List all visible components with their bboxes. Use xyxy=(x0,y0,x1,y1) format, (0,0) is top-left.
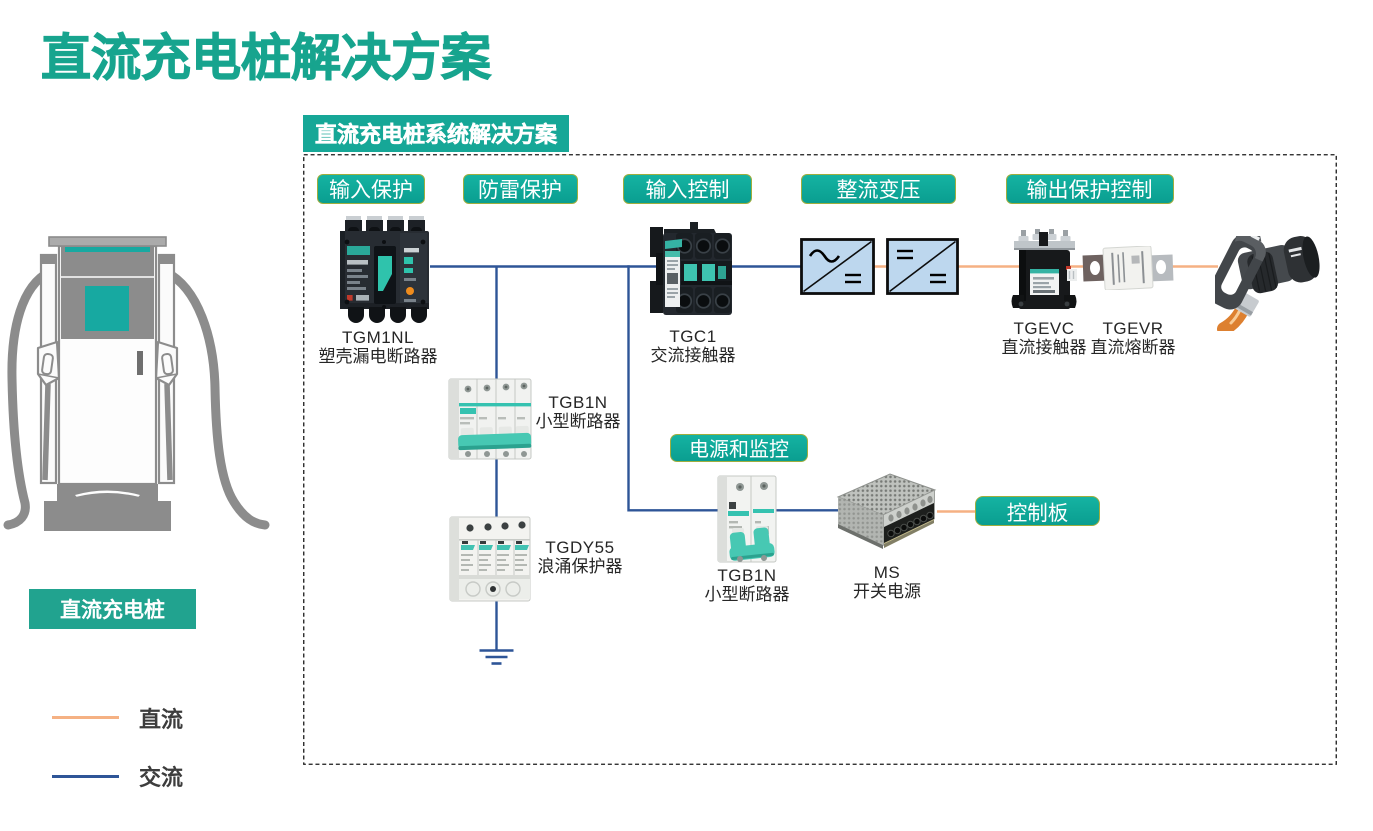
tgb1n-2p-breaker-image xyxy=(717,475,777,563)
ground-symbol xyxy=(479,649,514,665)
page-title: 直流充电桩解决方案 xyxy=(41,30,492,87)
diagram-frame xyxy=(302,154,1337,765)
tgc1-contactor-image xyxy=(650,222,732,315)
gun-holster-right xyxy=(154,340,179,387)
converter-dcdc-symbol xyxy=(886,238,959,295)
panel-header: 直流充电桩系统解决方案 xyxy=(303,114,569,152)
stage-button-control-board: 控制板 xyxy=(975,496,1100,526)
component-label-tgevc: TGEVC 直流接触器 xyxy=(1001,319,1087,357)
dc-equals-icon xyxy=(844,273,861,284)
tgevr-fuse-image xyxy=(1082,246,1174,290)
component-label-ms: MS 开关电源 xyxy=(853,563,921,601)
component-label-tgb1n-4p: TGB1N 小型断路器 xyxy=(535,393,621,431)
pile-cable-left xyxy=(3,267,54,530)
charging-pile-illustration xyxy=(3,236,270,531)
stage-button-lightning-protection: 防雷保护 xyxy=(462,173,578,204)
legend-dc-label: 直流 xyxy=(139,707,184,732)
ac-sine-icon xyxy=(808,249,840,263)
tgdy55-spd-image xyxy=(449,516,531,602)
component-label-tgm1nl: TGM1NL 塑壳漏电断路器 xyxy=(318,328,438,366)
stage-button-power-monitoring: 电源和监控 xyxy=(670,434,808,462)
tgm1nl-breaker-image xyxy=(340,216,429,323)
component-label-tgc1: TGC1 交流接触器 xyxy=(650,327,736,365)
charging-gun-image xyxy=(1215,236,1320,331)
stage-button-output-protection-control: 输出保护控制 xyxy=(1005,173,1174,204)
tgevc-dc-contactor-image xyxy=(1011,229,1077,309)
pile-caption: 直流充电桩 xyxy=(29,589,196,629)
component-label-tgdy55: TGDY55 浪涌保护器 xyxy=(537,538,623,576)
ms-power-supply-image xyxy=(836,473,937,549)
dc-equals-icon xyxy=(897,249,946,284)
component-label-tgevr: TGEVR 直流熔断器 xyxy=(1090,319,1176,357)
legend-dc-line xyxy=(52,716,119,719)
stage-button-rectifier: 整流变压 xyxy=(801,173,956,204)
stage-button-input-control: 输入控制 xyxy=(623,173,752,204)
stage-button-input-protection: 输入保护 xyxy=(317,173,425,204)
gun-holster-left xyxy=(36,340,61,387)
legend-ac-label: 交流 xyxy=(139,764,184,790)
tgb1n-4p-breaker-image xyxy=(448,378,532,460)
pile-cable-right xyxy=(161,267,270,530)
legend-ac-line xyxy=(52,774,119,778)
rectifier-acdc-symbol xyxy=(799,238,875,295)
component-label-tgb1n-2p: TGB1N 小型断路器 xyxy=(704,566,790,604)
